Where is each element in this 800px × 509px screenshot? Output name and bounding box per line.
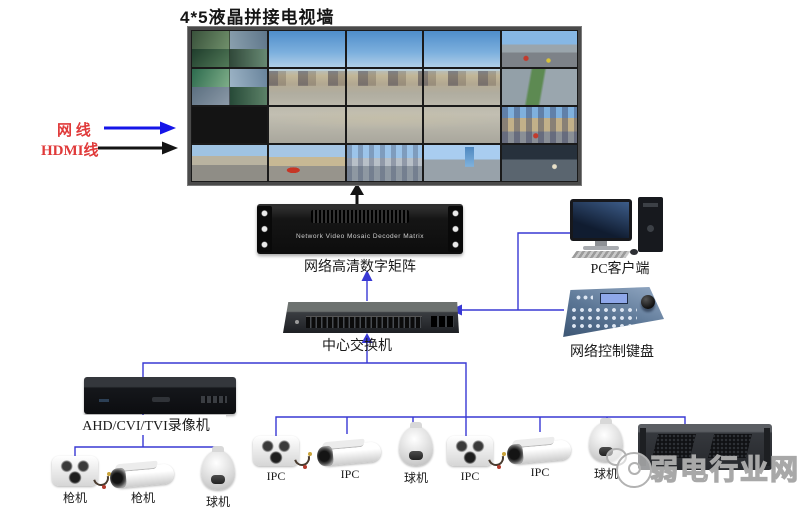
bullet-camera-icon [253, 436, 313, 469]
wall-screen [500, 30, 578, 68]
arrowhead-into-wall [350, 183, 364, 195]
pc-tower-icon [638, 197, 663, 252]
ip-camera-4: IPC [442, 430, 507, 484]
wall-screen [345, 144, 424, 182]
wall-screen [268, 30, 346, 68]
diagram-title: 4*5液晶拼接电视墙 [180, 8, 335, 27]
network-cable-label: 网 线 [57, 123, 91, 139]
camera-label: 球机 [593, 467, 618, 481]
analog-camera-2: 枪机 [109, 450, 176, 506]
switch-ports [305, 316, 423, 328]
analog-camera-1: 枪机 [46, 450, 112, 506]
dome-camera-icon [201, 446, 235, 490]
video-wall [187, 26, 582, 186]
wall-screen [500, 106, 578, 144]
dome-camera-icon [399, 422, 433, 466]
pc-keyboard-icon [571, 251, 631, 258]
video-wall-screens [191, 30, 578, 182]
wall-screen [345, 68, 424, 106]
camera-label: 球机 [403, 471, 428, 485]
camera-label: 枪机 [130, 491, 155, 505]
arrowhead-into-decoder [361, 270, 373, 281]
pc-client-label: PC客户端 [590, 262, 650, 277]
wall-screen [268, 144, 346, 182]
camera-label: IPC [340, 467, 360, 481]
upper-bus-line [142, 362, 467, 436]
dvr-label: AHD/CVI/TVI录像机 [66, 415, 226, 435]
wall-screen [423, 68, 501, 106]
wall-screen [423, 30, 501, 68]
ip-camera-5: IPC [506, 426, 574, 480]
wall-screen [345, 106, 424, 144]
wall-screen [423, 106, 501, 144]
ip-camera-2: IPC [316, 428, 384, 482]
core-switch-label: 中心交换机 [322, 339, 392, 354]
decoder-faceplate-text: Network Video Mosaic Decoder Matrix [296, 233, 424, 240]
wall-screen [191, 106, 269, 144]
dvr-device [84, 377, 236, 414]
hdmi-legend-arrowhead [162, 141, 178, 155]
camera-label: IPC [460, 469, 480, 483]
watermark-logo-icon [606, 446, 652, 490]
bullet-camera-icon [52, 456, 112, 489]
switch-sfp-ports [430, 316, 454, 327]
keyboard-joystick-icon [640, 295, 655, 309]
wall-screen [191, 68, 269, 106]
decoder-matrix-device: Network Video Mosaic Decoder Matrix [257, 204, 463, 254]
wall-screen [191, 144, 269, 182]
wall-screen [268, 106, 346, 144]
analog-camera-3: 球机 [196, 444, 240, 509]
camera-label: IPC [530, 465, 550, 479]
arrowhead-into-switch-bottom [361, 333, 373, 343]
wall-screen [500, 68, 578, 106]
bullet-camera-icon [316, 438, 382, 467]
watermark-text: 弱电行业网 [649, 454, 800, 486]
pc-monitor-icon [570, 199, 632, 241]
wall-screen [423, 144, 501, 182]
rack-server-device [638, 424, 772, 470]
decoder-label: 网络高清数字矩阵 [304, 260, 416, 275]
core-switch-device [283, 302, 459, 333]
pc-keyboard-to-switch-line [460, 232, 576, 311]
wall-screen [500, 144, 578, 182]
pc-mouse-icon [630, 249, 638, 255]
bullet-camera-icon [506, 436, 572, 465]
camera-label: 枪机 [62, 491, 87, 505]
wall-screen [345, 30, 424, 68]
wall-panorama-image [268, 30, 501, 144]
camera-label: IPC [266, 469, 286, 483]
network-legend-arrowhead [160, 121, 176, 135]
wall-screen [268, 68, 346, 106]
bullet-camera-icon [109, 460, 175, 489]
camera-label: 球机 [205, 495, 230, 509]
ip-camera-1: IPC [248, 430, 313, 484]
bullet-camera-icon [447, 436, 507, 469]
keyboard-lcd [599, 293, 628, 304]
ip-camera-3: 球机 [394, 420, 438, 486]
hdmi-cable-label: HDMI线 [41, 143, 99, 159]
decoder-vent [310, 210, 410, 223]
watermark: 弱电行业网 [606, 446, 800, 490]
control-keyboard-label: 网络控制键盘 [570, 345, 654, 360]
wall-screen [191, 30, 269, 68]
video-wall-grid [191, 30, 578, 182]
pc-client-device [568, 197, 668, 258]
